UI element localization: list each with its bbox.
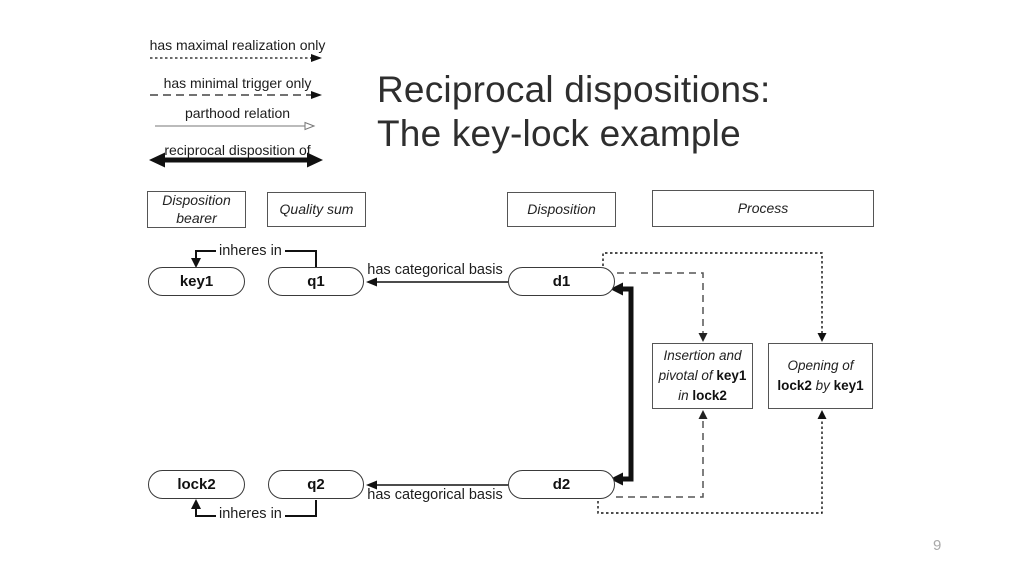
process-insertion-box: Insertion and pivotal of key1 in lock2	[652, 343, 753, 409]
process-opening-by: by	[811, 378, 834, 393]
process-insertion-line1: Insertion and	[663, 347, 742, 363]
process-insertion-line3-text: in	[678, 388, 693, 404]
node-q1: q1	[268, 267, 364, 296]
node-q2: q2	[268, 470, 364, 499]
category-process-label: Process	[737, 199, 789, 216]
legend-item-parthood-relation: parthood relation	[184, 105, 291, 121]
node-d1: d1	[508, 267, 615, 296]
process-insertion-line3: in lock2	[678, 386, 727, 406]
process-insertion-line2: pivotal of key1	[659, 366, 747, 386]
category-quality-sum-label: Quality sum	[279, 200, 354, 217]
process-opening-line1: Opening of	[787, 357, 854, 373]
edge-maximal-realization-d2-opening	[597, 410, 827, 514]
page-number: 9	[933, 537, 942, 554]
category-disposition-bearer-line1: Disposition	[162, 192, 231, 208]
node-key1: key1	[148, 267, 245, 296]
edge-label-has-categorical-basis-bottom: has categorical basis	[367, 487, 503, 503]
process-insertion-lock2: lock2	[692, 388, 727, 404]
process-opening-lock2: lock2	[777, 378, 812, 393]
process-opening-line2: lock2 by key1	[777, 376, 863, 396]
legend-dotted-arrow-icon	[150, 54, 322, 62]
legend-item-maximal-realization: has maximal realization only	[149, 37, 326, 53]
category-disposition: Disposition	[507, 192, 616, 227]
edge-reciprocal-disposition-d1-d2	[610, 282, 634, 486]
slide-title-line2: The key-lock example	[377, 112, 741, 154]
process-opening-box: Opening of lock2 by key1	[768, 343, 873, 409]
legend-reciprocal-arrow-icon	[149, 152, 323, 168]
process-insertion-line2-text: pivotal of	[658, 367, 717, 383]
process-opening-key1: key1	[833, 378, 864, 393]
edge-maximal-realization-d1-opening	[602, 252, 827, 342]
slide-title-line1: Reciprocal dispositions:	[377, 69, 771, 110]
edge-label-inheres-in-top: inheres in	[216, 243, 285, 259]
category-disposition-bearer: Disposition bearer	[147, 191, 246, 228]
legend-item-minimal-trigger: has minimal trigger only	[163, 75, 312, 91]
category-disposition-bearer-line2: bearer	[176, 209, 217, 226]
edge-has-categorical-basis-d1-q1	[366, 277, 508, 287]
legend-parthood-arrow-icon	[155, 121, 316, 131]
edge-minimal-trigger-d1-insertion	[617, 272, 708, 342]
node-d2: d2	[508, 470, 615, 499]
category-disposition-label: Disposition	[527, 200, 596, 217]
edge-has-categorical-basis-d2-q2	[366, 480, 508, 490]
edge-label-has-categorical-basis-top: has categorical basis	[367, 262, 503, 278]
category-process: Process	[652, 190, 874, 227]
legend-dashed-arrow-icon	[150, 91, 322, 99]
process-insertion-key1: key1	[716, 367, 747, 383]
slide-title: Reciprocal dispositions: The key-lock ex…	[377, 68, 770, 155]
edge-label-inheres-in-bottom: inheres in	[216, 506, 285, 522]
category-quality-sum: Quality sum	[267, 192, 366, 227]
edge-minimal-trigger-d2-insertion	[616, 410, 708, 498]
legend-item-reciprocal-disposition: reciprocal disposition of	[164, 142, 311, 158]
node-lock2: lock2	[148, 470, 245, 499]
